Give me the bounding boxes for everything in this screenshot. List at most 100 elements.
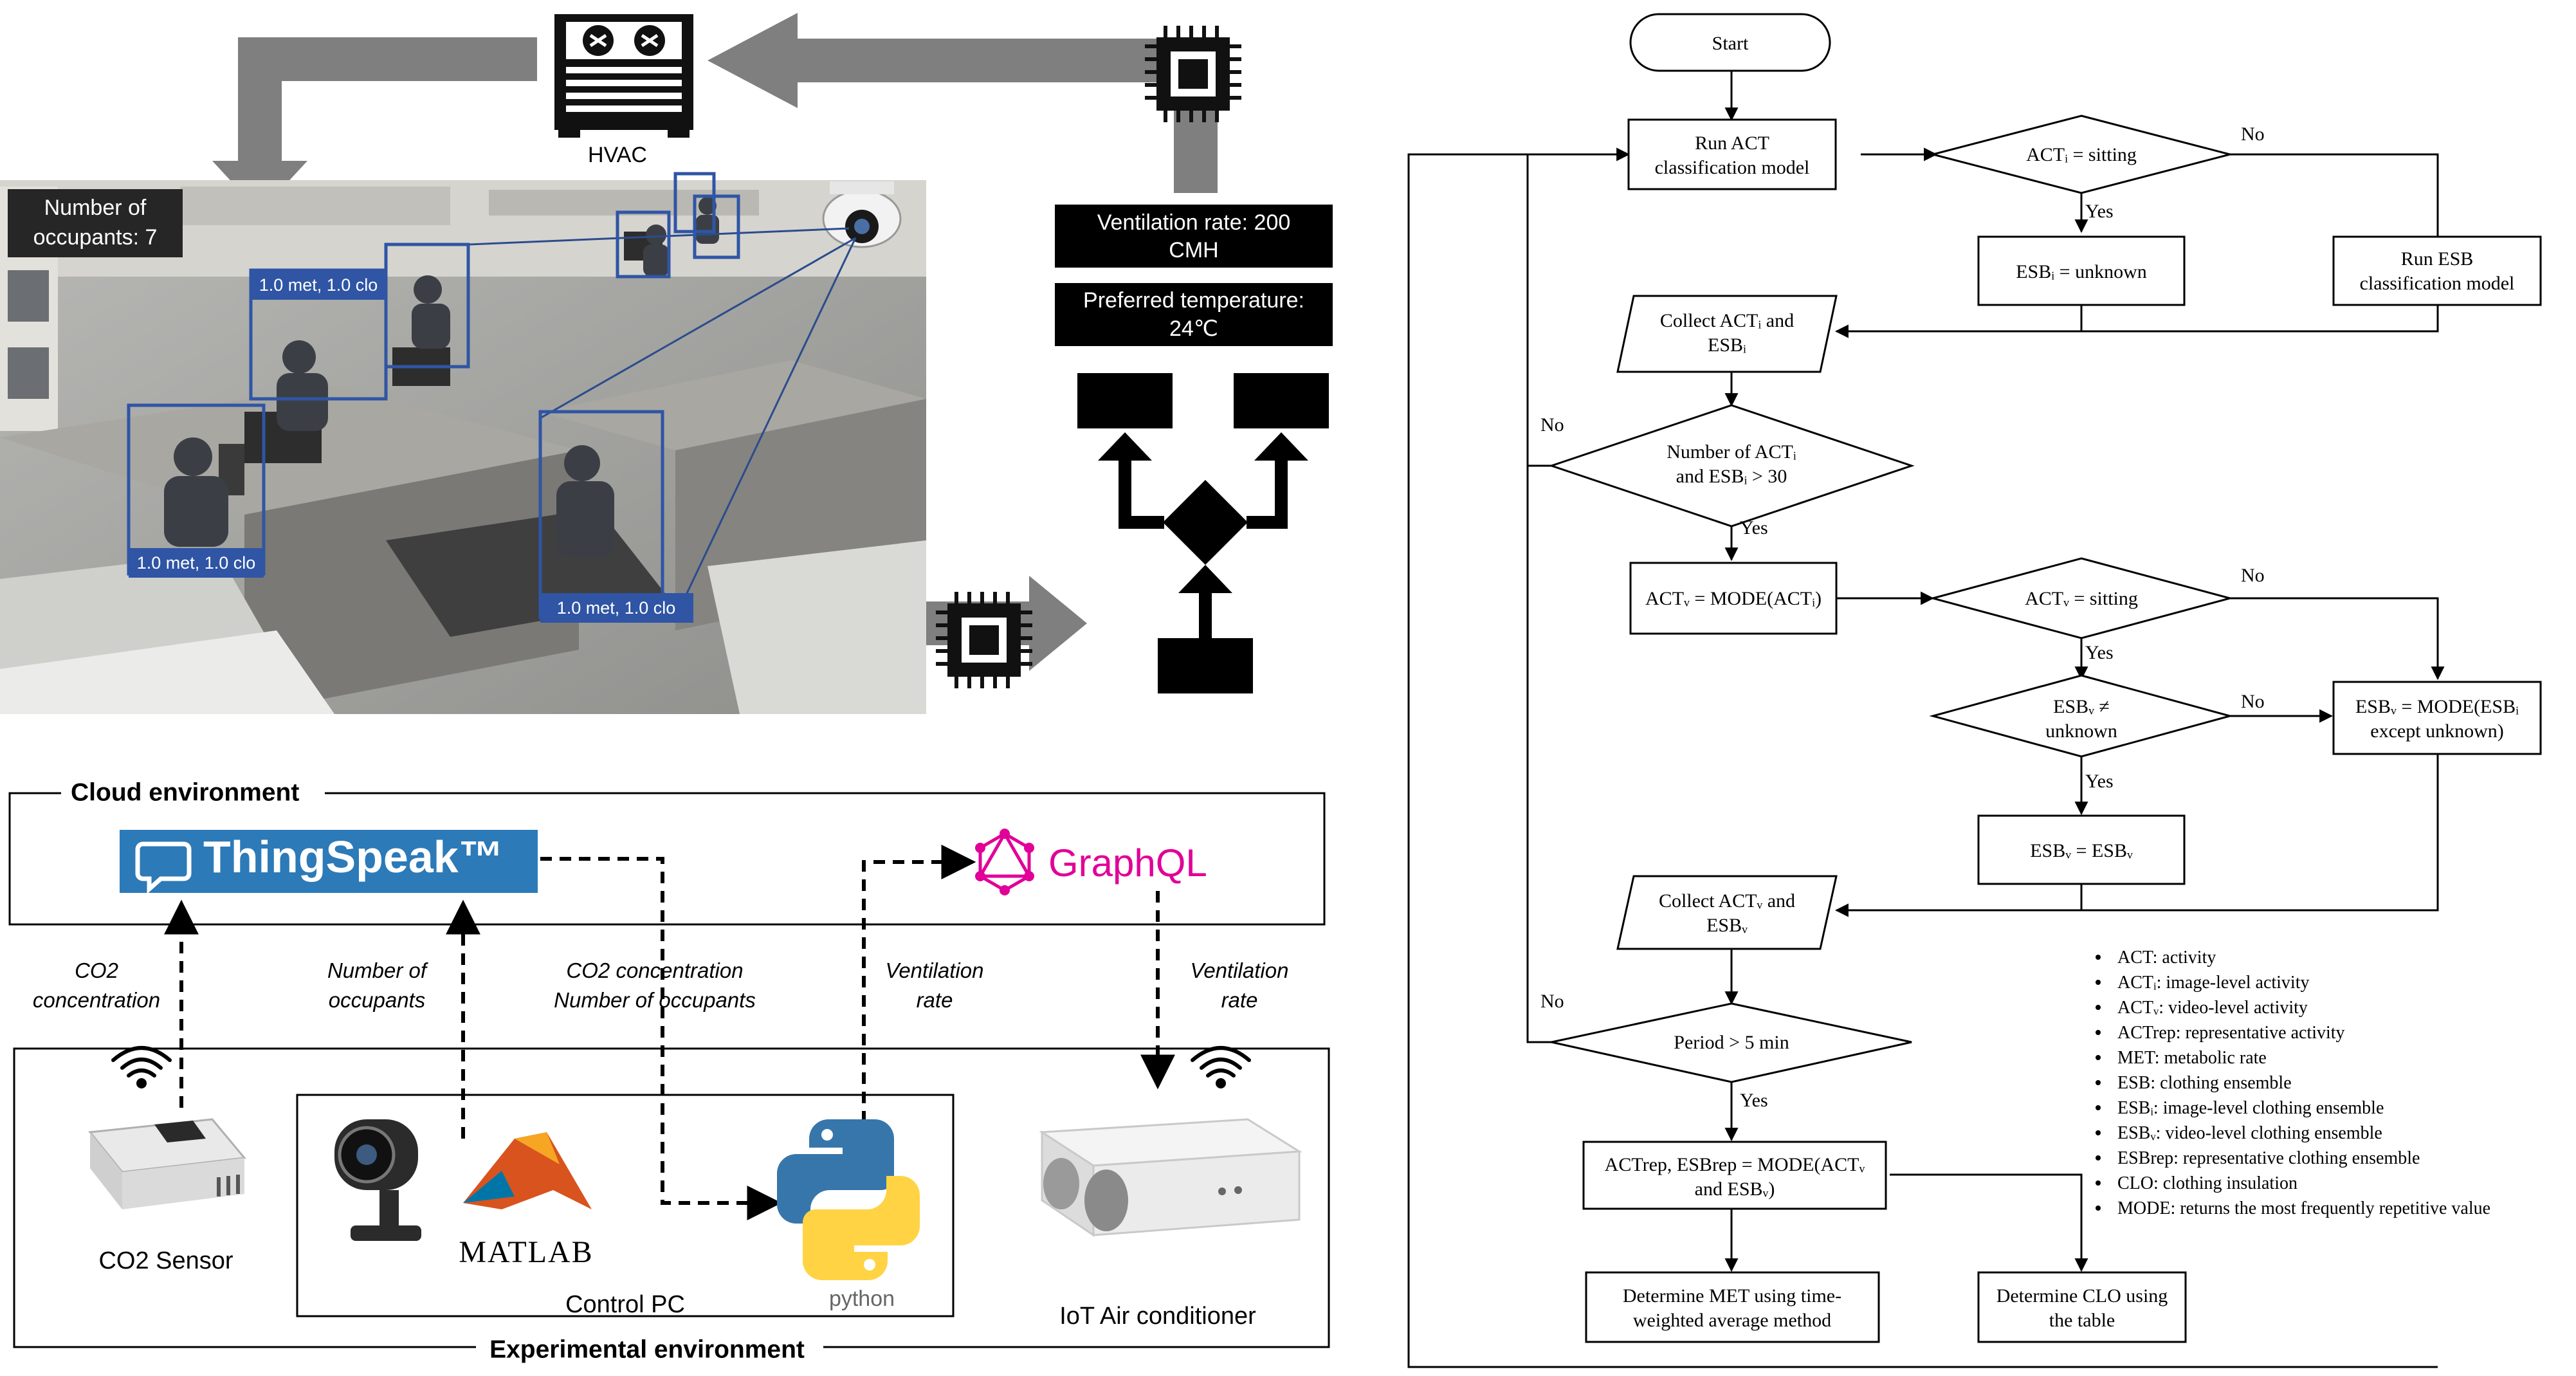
- start-text: Start: [1712, 33, 1749, 54]
- graphql-text: GraphQL: [1048, 841, 1207, 885]
- flow-label-vent1-2: rate: [917, 988, 953, 1012]
- flow-label-vent2-1: Ventilation: [1191, 959, 1289, 982]
- ventilation-line-1: Ventilation rate: 200: [1097, 210, 1291, 235]
- run-act-node: [1627, 118, 1837, 190]
- thingspeak-text: ThingSpeak™: [203, 832, 504, 882]
- flow-label-occ-1: Number of: [327, 959, 429, 982]
- co2-sensor-icon: [88, 1118, 246, 1209]
- collect1-text-1: Collect ACTᵢ and: [1660, 310, 1794, 331]
- detection-label-2: 1.0 met, 1.0 clo: [259, 275, 378, 295]
- decision-esbv-unknown: [1929, 674, 2234, 758]
- cloud-experiment-panel: Cloud environment ThingSpeak™ GraphQL: [8, 775, 1330, 1365]
- no-label-5: No: [1540, 991, 1564, 1012]
- iot-air-conditioner-icon: [1039, 1118, 1302, 1237]
- esb-eq-node: [1977, 814, 2186, 885]
- d4-text-1: ESBᵥ ≠: [2053, 696, 2110, 717]
- decision-count: [1548, 404, 1915, 527]
- collect2-text-2: ESBᵥ: [1706, 915, 1748, 936]
- hvac-system-panel: HVAC Ventilation: [0, 13, 1333, 714]
- collect-1-node: [1616, 295, 1838, 373]
- flow-label-vent2-2: rate: [1221, 988, 1258, 1012]
- decision-act-sitting: [1929, 115, 2234, 194]
- flow-label-co2-1: CO2: [75, 959, 118, 982]
- no-label-2: No: [1540, 414, 1564, 436]
- ventilation-line-2: CMH: [1169, 238, 1218, 262]
- cloud-environment-title: Cloud environment: [71, 778, 299, 806]
- graphql-logo: [975, 829, 1034, 895]
- clo-text-1: Determine CLO using: [1996, 1285, 2168, 1307]
- detection-label-1: 1.0 met, 1.0 clo: [137, 553, 256, 573]
- occupants-box: [8, 189, 183, 257]
- cloud-environment-frame: [8, 792, 1326, 926]
- run-esb-text-1: Run ESB: [2401, 248, 2474, 270]
- no-label-3: No: [2241, 565, 2265, 586]
- wifi-icon-sensor: [111, 1046, 172, 1088]
- esb-unknown-node: [1977, 235, 2186, 306]
- temperature-box: [1055, 283, 1333, 346]
- run-act-text-2: classification model: [1655, 157, 1810, 178]
- hvac-unit-icon: [554, 14, 693, 138]
- chip-icon-top: [1145, 26, 1241, 122]
- legend-item-10: CLO: clothing insulation: [2117, 1173, 2297, 1193]
- start-node: [1629, 13, 1831, 72]
- d1-text: ACTᵢ = sitting: [2026, 144, 2137, 165]
- met-text-2: weighted average method: [1633, 1310, 1831, 1331]
- office-scene-image: [0, 172, 926, 714]
- data-flow-connectors: [164, 845, 1175, 1220]
- flow-label-both-1: CO2 concentration: [566, 959, 743, 982]
- control-pc-label: Control PC: [565, 1291, 685, 1318]
- flowchart-panel: Start Run ACT classification model ACTᵢ …: [1407, 13, 2542, 1368]
- legend-item-11: MODE: returns the most frequently repeti…: [2117, 1198, 2490, 1218]
- yes-label-4: Yes: [2085, 771, 2114, 792]
- d5-text: Period > 5 min: [1674, 1032, 1789, 1053]
- control-decision-schematic: [1077, 373, 1329, 693]
- control-pc-frame: [296, 1094, 955, 1317]
- flow-label-occ-2: occupants: [329, 988, 425, 1012]
- matlab-logo: [463, 1132, 592, 1209]
- esb-unknown-text: ESBᵢ = unknown: [2016, 261, 2147, 282]
- met-node: [1585, 1271, 1880, 1343]
- no-label-1: No: [2241, 124, 2265, 145]
- yes-label-3: Yes: [2085, 642, 2114, 663]
- collect1-text-2: ESBᵢ: [1708, 335, 1746, 356]
- ventilation-box: [1055, 205, 1333, 268]
- flow-label-vent1-1: Ventilation: [886, 959, 984, 982]
- esb-mode-text-2: except unknown): [2370, 720, 2503, 742]
- hvac-label: HVAC: [588, 143, 647, 167]
- legend-item-7: ESBᵢ: image-level clothing ensemble: [2117, 1098, 2384, 1118]
- esb-mode-text-1: ESBᵥ = MODE(ESBᵢ: [2355, 696, 2519, 717]
- occupants-line-2: occupants: 7: [33, 225, 158, 250]
- no-label-4: No: [2241, 691, 2265, 712]
- esb-eq-text: ESBᵥ = ESBᵥ: [2030, 840, 2133, 861]
- python-logo: [777, 1119, 920, 1280]
- rep-mode-node: [1582, 1141, 1887, 1210]
- wifi-icon-iot: [1191, 1046, 1251, 1088]
- collect-2-node: [1616, 875, 1838, 950]
- d2-text-1: Number of ACTᵢ: [1667, 441, 1796, 463]
- collect2-text-1: Collect ACTᵥ and: [1659, 890, 1795, 912]
- legend-item-6: ESB: clothing ensemble: [2117, 1073, 2292, 1093]
- clo-text-2: the table: [2049, 1310, 2115, 1331]
- iot-label: IoT Air conditioner: [1059, 1303, 1256, 1330]
- flow-label-co2-2: concentration: [33, 988, 160, 1012]
- co2-sensor-label: CO2 Sensor: [98, 1247, 233, 1274]
- matlab-label: MATLAB: [459, 1235, 593, 1269]
- legend-item-2: ACTᵢ: image-level activity: [2117, 973, 2309, 993]
- experimental-environment-title: Experimental environment: [489, 1335, 805, 1363]
- python-label: python: [829, 1287, 895, 1311]
- decision-actv-sitting: [1929, 557, 2234, 639]
- legend-item-3: ACTᵥ: video-level activity: [2117, 998, 2308, 1018]
- legend-item-5: MET: metabolic rate: [2117, 1048, 2267, 1068]
- legend-item-1: ACT: activity: [2117, 948, 2216, 968]
- loop-frame: [1407, 153, 2438, 1368]
- run-esb-node: [2332, 235, 2542, 306]
- d2-text-2: and ESBᵢ > 30: [1676, 466, 1787, 487]
- met-text-1: Determine MET using time-: [1623, 1285, 1841, 1307]
- legend-item-4: ACTrep: representative activity: [2117, 1023, 2345, 1043]
- d4-text-2: unknown: [2045, 720, 2117, 742]
- rep-text-1: ACTrep, ESBrep = MODE(ACTᵥ: [1605, 1154, 1865, 1175]
- flowchart-connectors: [1526, 71, 2445, 1272]
- yes-label-5: Yes: [1740, 1090, 1768, 1111]
- d3-text: ACTᵥ = sitting: [2025, 588, 2138, 609]
